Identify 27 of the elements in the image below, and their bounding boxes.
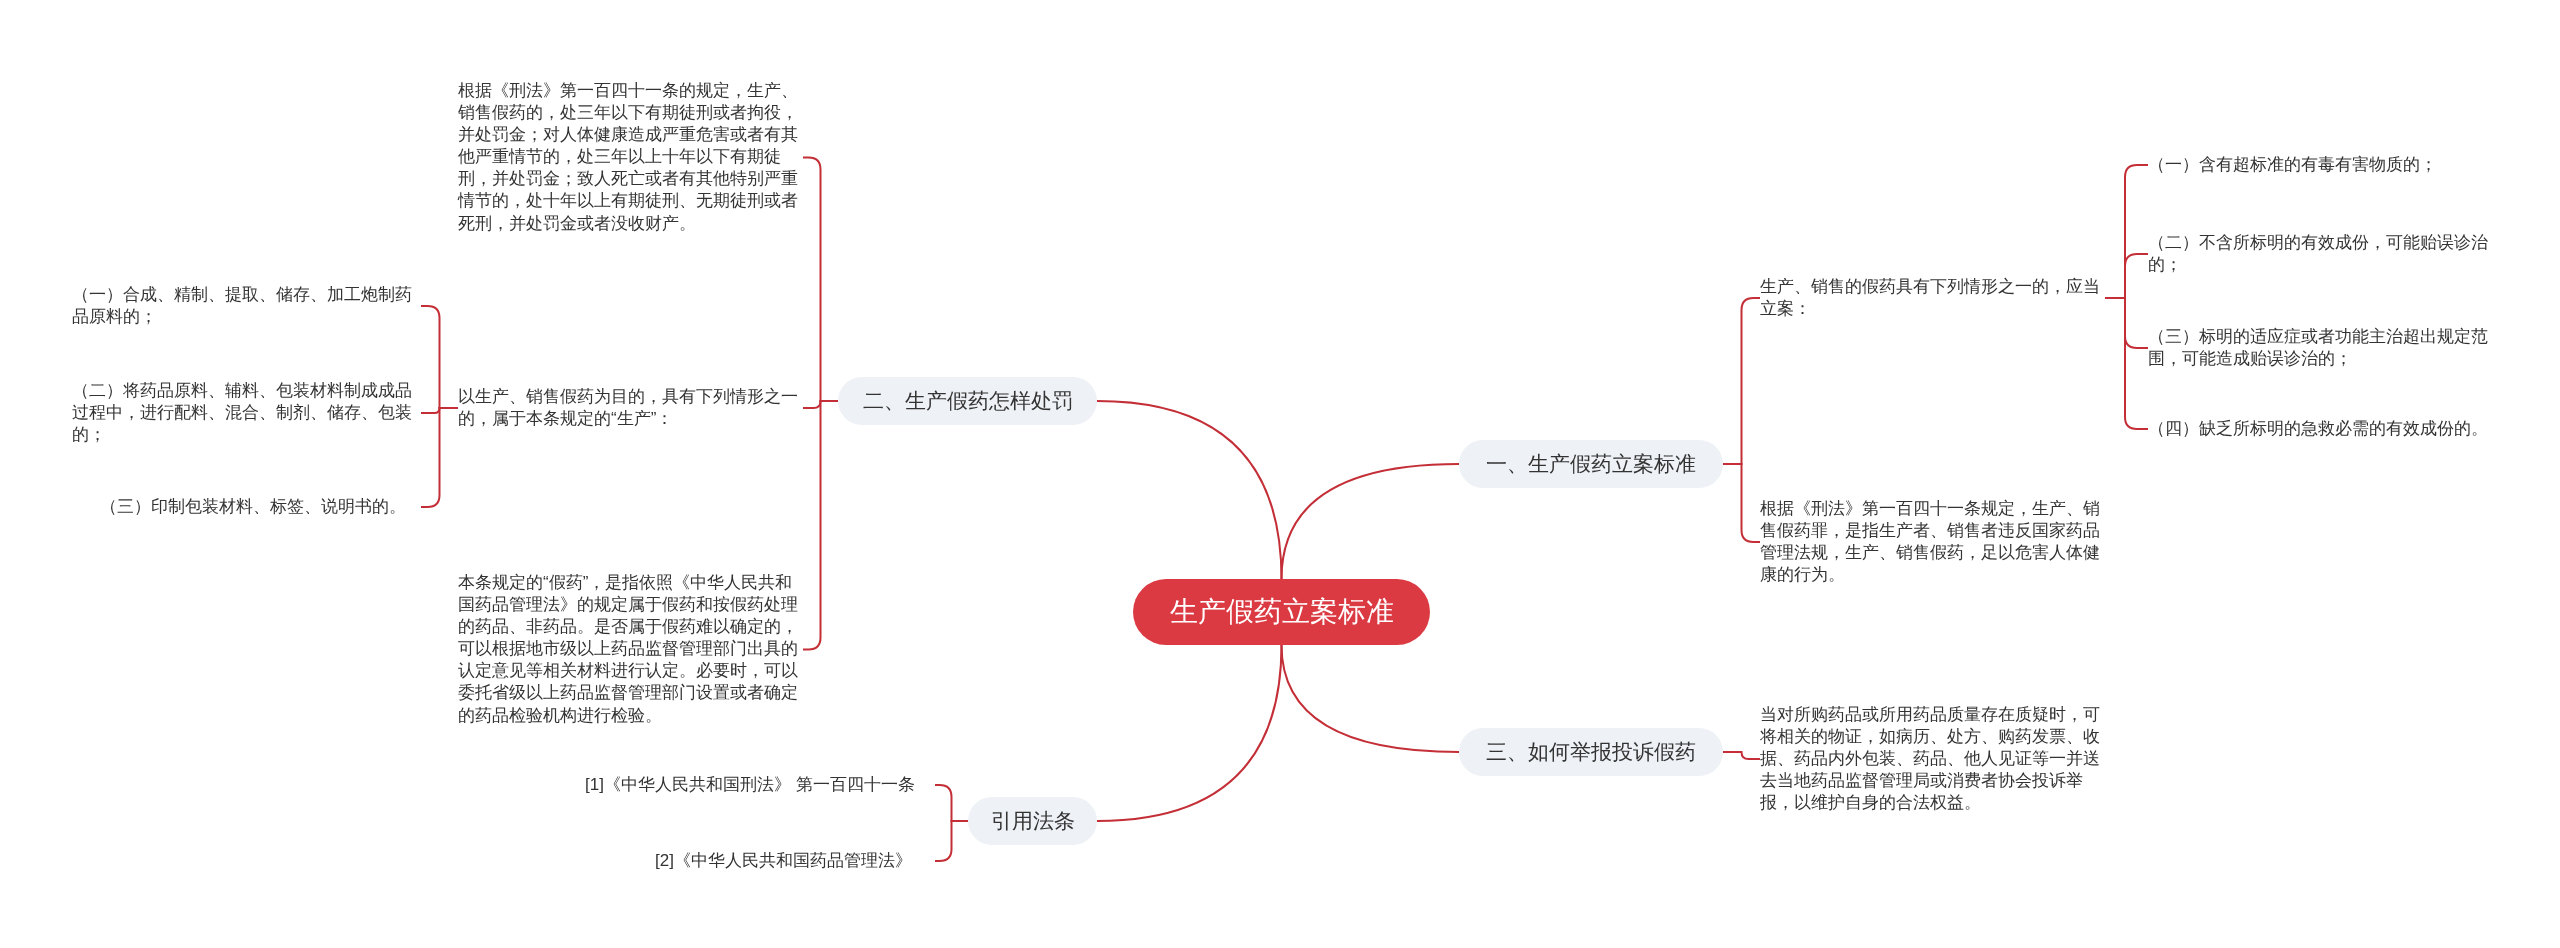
connector-line xyxy=(934,820,969,862)
note-text: （三）标明的适应症或者功能主治超出规定范围，可能造成贻误诊治的； xyxy=(2148,322,2493,375)
note-text: 根据《刑法》第一百四十一条规定，生产、销售假药罪，是指生产者、销售者违反国家药品管理法规，生产、销售假药，足以危害人体健康的行为。 xyxy=(1760,494,2105,591)
note-text: （三）印制包装材料、标签、说明书的。 xyxy=(100,492,421,523)
note-text: 根据《刑法》第一百四十一条的规定，生产、销售假药的，处三年以下有期徒刑或者拘役，并处罚金；对人体健康造成严重危害或者有其他严重情节的，处三年以上十年以下有期徒刑，并处罚金；致人死亡或者有其他特别严重情节的，处十年以上有期徒刑、无期徒刑或者死刑，并处罚金或者没收财产。 xyxy=(458,76,803,239)
central-topic-pill: 生产假药立案标准 xyxy=(1133,579,1430,645)
note-text: 本条规定的“假药”，是指依照《中华人民共和国药品管理法》的规定属于假药和按假药处理的药品、非药品。是否属于假药难以确定的，可以根据地市级以上药品监督管理部门出具的认定意见等相关材料进行认定。必要时，可以委托省级以上药品监督管理部门设置或者确定的药品检验机构进行检验。 xyxy=(458,568,803,731)
note-text: （二）将药品原料、辅料、包装材料制成成品过程中，进行配料、混合、制剂、储存、包装的； xyxy=(72,376,421,451)
note-text: （一）合成、精制、提取、储存、加工炮制药品原料的； xyxy=(72,280,421,333)
connector-line xyxy=(1722,751,1761,760)
note-text: 以生产、销售假药为目的，具有下列情形之一的，属于本条规定的“生产”： xyxy=(458,382,803,435)
note-text: （四）缺乏所标明的急救必需的有效成份的。 xyxy=(2148,414,2488,445)
topic-pill: 一、生产假药立案标准 xyxy=(1459,440,1723,488)
note-text: （二）不含所标明的有效成份，可能贻误诊治的； xyxy=(2148,228,2493,281)
note-text: [2]《中华人民共和国药品管理法》 xyxy=(655,846,935,877)
topic-pill: 三、如何举报投诉假药 xyxy=(1459,728,1723,776)
topic-pill: 引用法条 xyxy=(968,797,1097,845)
note-text: 当对所购药品或所用药品质量存在质疑时，可将相关的物证，如病历、处方、购药发票、收据、药品内外包装、药品、他人见证等一并送去当地药品监督管理局或消费者协会投诉举报，以维护自身的合法权益。 xyxy=(1760,700,2105,819)
connector-line xyxy=(1096,644,1283,822)
note-text: 生产、销售的假药具有下列情形之一的，应当立案： xyxy=(1760,272,2105,325)
connector-line xyxy=(1280,463,1460,580)
connector-line xyxy=(1096,400,1283,580)
topic-pill: 二、生产假药怎样处罚 xyxy=(838,377,1097,425)
note-text: [1]《中华人民共和国刑法》 第一百四十一条 xyxy=(585,770,935,801)
connector-line xyxy=(802,400,839,651)
connector-line xyxy=(1280,644,1460,753)
note-text: （一）含有超标准的有毒有害物质的； xyxy=(2148,150,2488,181)
